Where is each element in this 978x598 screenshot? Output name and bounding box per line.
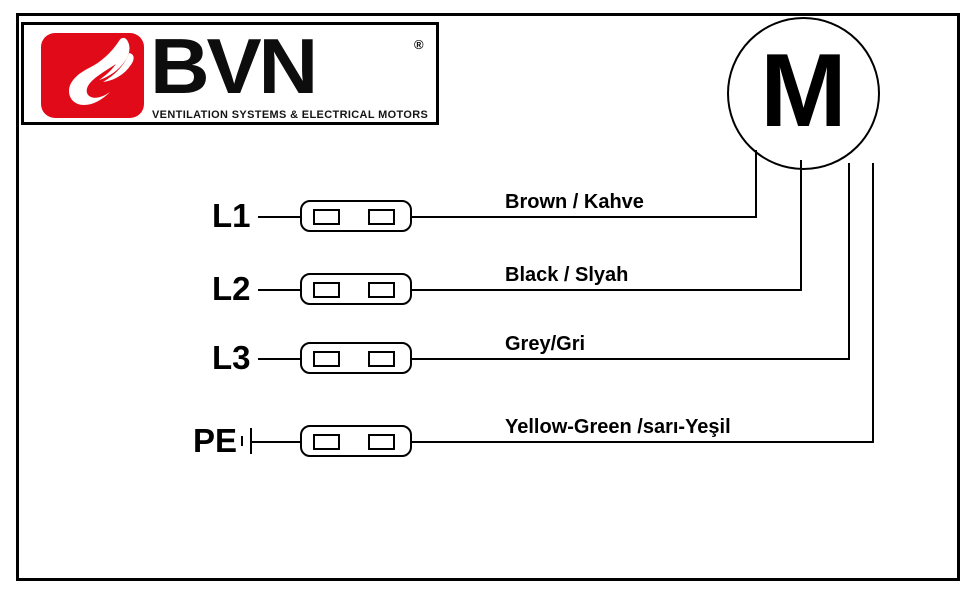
terminal-block-l2 — [300, 273, 412, 305]
phase-label-l3: L3 — [212, 339, 251, 376]
motor-letter-label: M — [760, 32, 847, 149]
bvn-wordmark: BVN — [150, 22, 318, 110]
terminal-pin-l2-b — [368, 282, 395, 298]
motor-circle-icon — [727, 17, 880, 170]
bvn-flame-logo-icon — [41, 33, 144, 118]
wire-label-pe: Yellow-Green /sarı-Yeşil — [505, 416, 731, 438]
lead-wire-l1-left — [258, 216, 302, 218]
phase-label-pe: PE — [193, 422, 238, 459]
phase-label-l1: L1 — [212, 197, 251, 234]
lead-wire-l2-left — [258, 289, 302, 291]
motor-lead-l1 — [755, 150, 757, 218]
wire-pe-to-motor — [410, 441, 874, 443]
motor-lead-pe — [872, 163, 874, 443]
lead-wire-l3-left — [258, 358, 302, 360]
motor-lead-l2 — [800, 160, 802, 291]
terminal-pin-pe-a — [313, 434, 340, 450]
wire-l1-to-motor — [410, 216, 757, 218]
registered-trademark-icon: ® — [414, 37, 424, 52]
wire-label-l3: Grey/Gri — [505, 333, 586, 355]
bvn-tagline: VENTILATION SYSTEMS & ELECTRICAL MOTORS — [152, 109, 429, 121]
terminal-pin-l1-b — [368, 209, 395, 225]
terminal-block-pe — [300, 425, 412, 457]
bvn-logo-panel: BVN ® VENTILATION SYSTEMS & ELECTRICAL M… — [21, 22, 439, 125]
terminal-block-l1 — [300, 200, 412, 232]
terminal-pin-l1-a — [313, 209, 340, 225]
motor-lead-l3 — [848, 163, 850, 360]
earth-bar-short — [241, 436, 243, 446]
terminal-pin-pe-b — [368, 434, 395, 450]
wire-l3-to-motor — [410, 358, 850, 360]
wire-label-l1: Brown / Kahve — [505, 191, 644, 213]
wire-label-l2: Black / Slyah — [505, 264, 629, 286]
phase-label-l2: L2 — [212, 270, 251, 307]
terminal-pin-l3-b — [368, 351, 395, 367]
lead-wire-pe-left — [250, 441, 302, 443]
motor-symbol: M — [727, 17, 880, 170]
wire-l2-to-motor — [410, 289, 802, 291]
terminal-pin-l3-a — [313, 351, 340, 367]
terminal-pin-l2-a — [313, 282, 340, 298]
terminal-block-l3 — [300, 342, 412, 374]
